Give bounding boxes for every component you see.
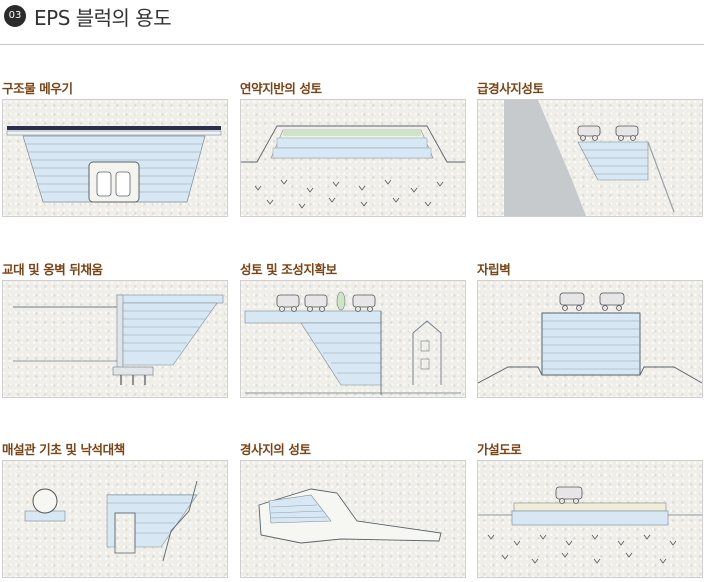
abutment-backfill-illustration [2, 280, 228, 398]
slope-embankment-diagram [258, 488, 442, 544]
usage-card-label: 경사지의 성토 [240, 442, 311, 457]
pipe-foundation-illustration [2, 460, 228, 578]
temporary-road-illustration [477, 460, 703, 578]
site-securing-diagram [244, 291, 461, 395]
pipe-foundation-diagram [24, 480, 198, 562]
structure-fill-diagram [6, 126, 222, 203]
abutment-backfill-diagram [13, 294, 224, 385]
usage-card-label: 구조물 메우기 [2, 81, 73, 96]
usage-card-label: 연약지반의 성토 [240, 81, 322, 96]
slope-embankment-illustration [240, 460, 466, 578]
usage-card-label: 매설관 기초 및 낙석대책 [2, 442, 125, 457]
self-standing-wall-diagram [478, 292, 702, 384]
section-title: EPS 블럭의 용도 [34, 6, 172, 30]
site-securing-illustration [240, 280, 466, 398]
temporary-road-diagram [478, 486, 702, 564]
usage-card-label: 가설도로 [477, 442, 522, 457]
usage-card-label: 성토 및 조성지확보 [240, 262, 337, 277]
header-divider [0, 44, 704, 45]
soft-ground-embankment-diagram [241, 125, 465, 209]
soft-ground-embankment-illustration [240, 99, 466, 217]
usage-card-label: 급경사지성토 [477, 81, 544, 96]
section-header: 03 EPS 블럭의 용도 [0, 0, 706, 46]
section-number-badge: 03 [4, 5, 26, 27]
self-standing-wall-illustration [477, 280, 703, 398]
steep-slope-embankment-illustration [477, 99, 703, 217]
usage-card-label: 교대 및 옹벽 뒤채움 [2, 262, 103, 277]
steep-slope-embankment-diagram [504, 100, 675, 216]
usage-card-label: 자립벽 [477, 262, 511, 277]
structure-fill-illustration [2, 99, 228, 217]
